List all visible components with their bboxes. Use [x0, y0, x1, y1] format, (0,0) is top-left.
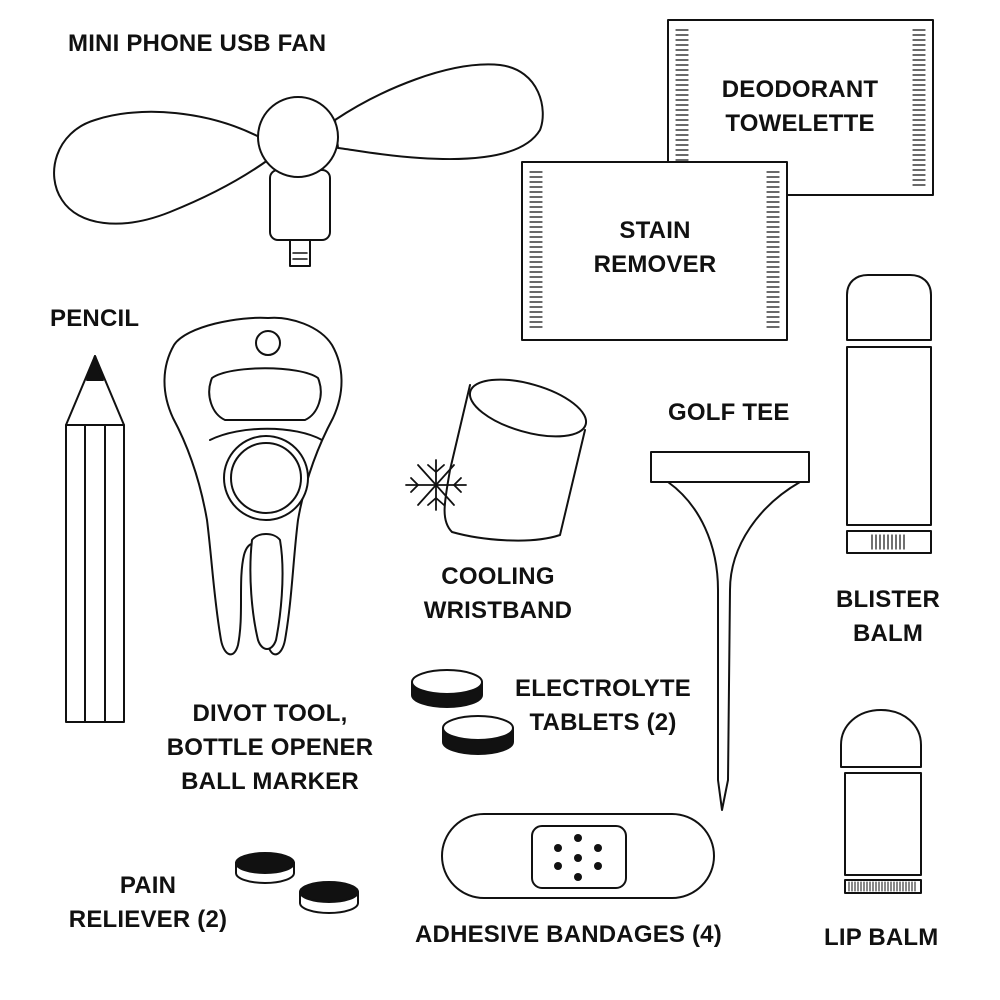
pain-reliever-pill: [235, 852, 295, 884]
label-usb-fan: MINI PHONE USB FAN: [68, 30, 327, 57]
divot-tool-icon: [163, 316, 343, 656]
ball-marker-inner: [230, 442, 302, 514]
blister-balm-cap: [846, 274, 932, 341]
fan-blade-left: [53, 110, 269, 225]
golf-tee-head: [650, 451, 810, 483]
label-cooling-wristband: COOLING WRISTBAND: [423, 563, 573, 624]
golf-tee-icon: [650, 451, 810, 811]
wristband-icon: [405, 378, 588, 542]
lip-balm-icon: [840, 709, 922, 894]
bandage-icon: [441, 813, 715, 899]
stain-packet-icon: [521, 161, 788, 341]
stain-serration: [529, 171, 780, 328]
fan-blade-right: [334, 63, 544, 161]
divot-prong-gap: [249, 533, 284, 650]
pain-reliever-pill: [299, 881, 359, 914]
lip-balm-base: [844, 879, 922, 894]
pencil-sharpened-wood: [65, 355, 125, 426]
pencil-lead-tip: [86, 355, 104, 381]
label-adhesive-bandages: ADHESIVE BANDAGES (4): [415, 921, 722, 948]
electrolyte-tablet: [442, 715, 514, 755]
blister-balm-tube: [846, 346, 932, 526]
label-golf-tee: GOLF TEE: [668, 399, 790, 426]
divot-opener-arc: [209, 427, 323, 441]
blister-balm-icon: [846, 274, 932, 554]
stain-packet: [521, 161, 788, 341]
pencil-body: [65, 424, 125, 723]
label-pencil: PENCIL: [50, 305, 140, 332]
wristband-opening: [468, 378, 588, 438]
label-stain-remover: STAIN REMOVER: [593, 217, 717, 278]
lip-balm-ridges: [848, 881, 916, 892]
blister-balm-base: [846, 530, 932, 554]
label-electrolyte-tablets: ELECTROLYTE TABLETS (2): [514, 675, 691, 736]
bandage-holes: [554, 834, 602, 881]
fan-hub: [257, 96, 339, 178]
label-blister-balm: BLISTER BALM: [835, 586, 941, 647]
label-divot-tool: DIVOT TOOL, BOTTLE OPENER BALL MARKER: [166, 700, 374, 795]
label-lip-balm: LIP BALM: [824, 924, 939, 951]
blister-balm-ridges: [871, 534, 905, 550]
lip-balm-tube: [844, 772, 922, 876]
label-pain-reliever: PAIN RELIEVER (2): [68, 872, 228, 933]
divot-bottle-opener-slot: [208, 367, 322, 421]
pencil-icon: [65, 355, 125, 723]
snowflake-icon: [405, 459, 467, 511]
pill-icon: [235, 852, 359, 914]
fan-connector-body: [269, 169, 331, 241]
label-deodorant-towelette: DEODORANT TOWELETTE: [721, 76, 879, 137]
electrolyte-tablet: [411, 669, 483, 708]
usb-fan-icon: [53, 63, 544, 267]
divot-hanging-hole: [255, 330, 281, 356]
golf-tee-shaft: [667, 481, 801, 811]
lip-balm-cap: [840, 709, 922, 768]
tablet-icon: [411, 669, 514, 755]
